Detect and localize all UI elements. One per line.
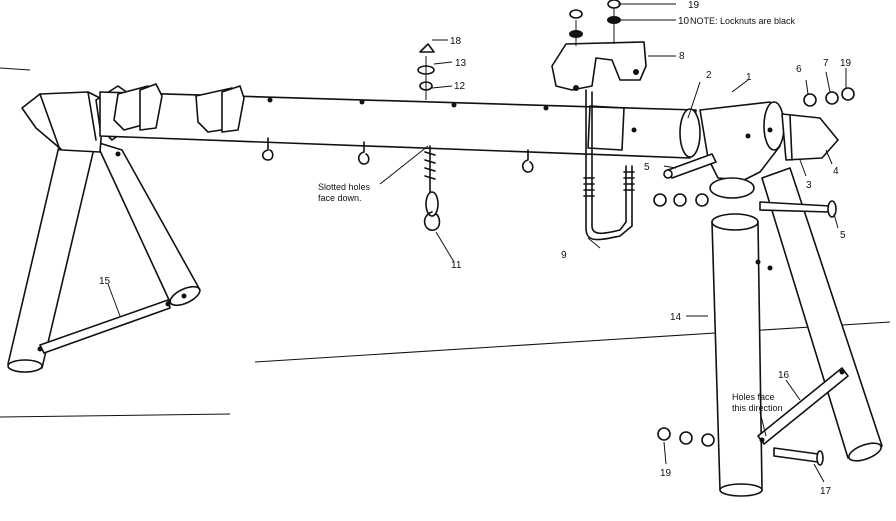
notes: NOTE: Locknuts are black Slotted holes f… (318, 16, 796, 413)
eye-bolt-hook (423, 145, 441, 231)
part-label-19b: 19 (660, 468, 672, 479)
part-label-19c: 19 (688, 0, 700, 11)
locknut-note: NOTE: Locknuts are black (690, 16, 796, 26)
right-tee-joint (663, 87, 855, 199)
part-label-5b: 5 (840, 230, 846, 241)
part-label-6: 6 (796, 64, 802, 75)
locknut-stack (569, 0, 621, 46)
right-legs (653, 167, 883, 497)
part-label-3: 3 (806, 180, 812, 191)
part-label-8: 8 (679, 51, 685, 62)
part-label-10: 10 (678, 16, 690, 27)
part-label-14: 14 (670, 312, 682, 323)
u-bolt-bracket (551, 41, 647, 241)
part-labels: 1 2 3 4 5 5 6 7 8 9 10 11 12 13 14 15 16… (99, 0, 852, 497)
part-label-18: 18 (450, 36, 462, 47)
holes-direction-note-2: this direction (732, 403, 783, 413)
bolt-washer-stack (417, 43, 435, 100)
part-label-9: 9 (561, 250, 567, 261)
part-label-4: 4 (833, 166, 839, 177)
slotted-holes-note-1: Slotted holes (318, 182, 371, 192)
leader-lines (107, 3, 847, 483)
part-label-13: 13 (455, 58, 467, 69)
part-label-16: 16 (778, 370, 790, 381)
part-label-1: 1 (746, 72, 752, 83)
top-beam (99, 83, 701, 159)
part-label-17: 17 (820, 486, 832, 497)
holes-direction-note-1: Holes face (732, 392, 775, 402)
part-label-7: 7 (823, 58, 829, 69)
part-label-2: 2 (706, 70, 712, 81)
part-label-11: 11 (451, 260, 462, 271)
part-label-19a: 19 (840, 58, 852, 69)
part-label-12: 12 (454, 81, 466, 92)
scan-lines (0, 67, 891, 418)
slotted-holes-note-2: face down. (318, 193, 362, 203)
part-label-15: 15 (99, 276, 111, 287)
part-label-5a: 5 (644, 162, 650, 173)
swing-hooks (261, 137, 534, 173)
